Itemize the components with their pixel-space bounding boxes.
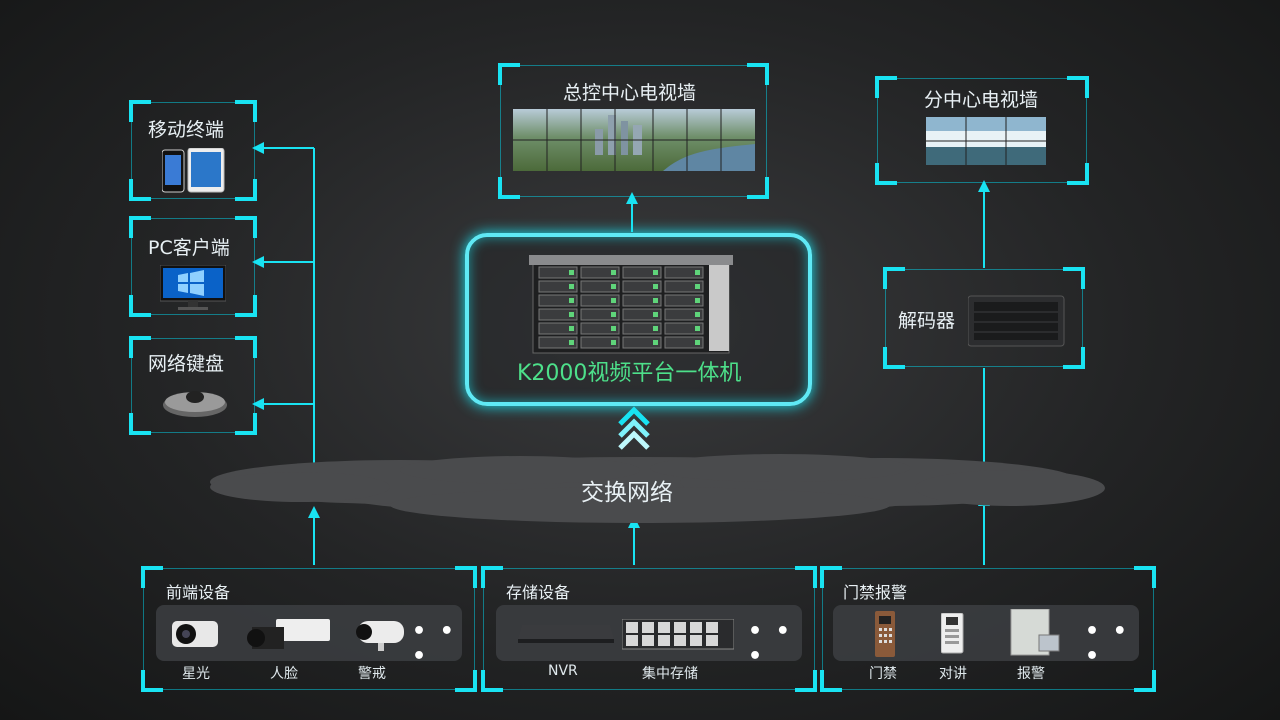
waterfall-wall-image [926,117,1046,165]
sub-video-wall-box: 分中心电视墙 [875,76,1089,185]
storage-more-icon: • • • [748,619,793,669]
door-access-icon [875,611,895,657]
main-video-wall-label: 总控中心电视墙 [563,82,697,104]
front-item-0: 星光 [182,666,210,682]
keyboard-controller-icon [163,391,227,417]
front-more-icon: • • • [412,619,457,669]
pc-client-box: PC客户端 [129,216,257,317]
server-storage-icon [529,255,733,354]
network-cloud [210,454,1105,523]
face-camera-icon [247,619,330,649]
storage-devices-box: 存储设备 • • • NVR 集中存储 [481,566,817,692]
access-alarm-title: 门禁报警 [843,583,908,602]
storage-item-0: NVR [548,663,578,679]
up-chevron-icon [618,406,650,450]
front-devices-box: 前端设备 • • • 星光 人脸 警戒 [141,566,477,692]
access-item-2: 报警 [1017,666,1045,682]
video-wall-image [513,109,755,171]
mobile-terminal-label: 移动终端 [148,119,225,141]
network-keyboard-label: 网络键盘 [148,353,225,375]
access-item-0: 门禁 [869,666,897,682]
front-item-2: 警戒 [358,666,386,682]
central-storage-icon [622,619,734,650]
front-devices-title: 前端设备 [166,583,231,602]
monitor-icon [160,265,226,310]
front-item-1: 人脸 [270,666,298,682]
storage-item-1: 集中存储 [642,666,698,682]
network-keyboard-box: 网络键盘 [129,336,257,435]
alarm-panel-icon [1010,609,1060,656]
access-item-1: 对讲 [939,666,967,682]
mobile-devices-icon [162,148,225,193]
network-label: 交换网络 [581,480,673,506]
nvr-device-icon [518,625,614,643]
starlight-camera-icon [172,621,218,647]
pc-client-label: PC客户端 [148,237,230,259]
platform-label: K2000视频平台一体机 [517,361,742,386]
alert-camera-icon [356,621,404,651]
decoder-device-icon [968,295,1065,347]
storage-devices-title: 存储设备 [506,583,571,602]
decoder-label: 解码器 [898,310,956,332]
mobile-terminal-box: 移动终端 [129,100,257,201]
platform-box: K2000视频平台一体机 [465,233,812,406]
access-more-icon: • • • [1085,619,1130,669]
intercom-icon [941,613,964,654]
decoder-box: 解码器 [883,267,1085,369]
main-video-wall-box: 总控中心电视墙 [498,63,769,199]
access-alarm-box: 门禁报警 • • • 门禁 对讲 报警 [820,566,1156,692]
sub-video-wall-label: 分中心电视墙 [924,89,1039,111]
